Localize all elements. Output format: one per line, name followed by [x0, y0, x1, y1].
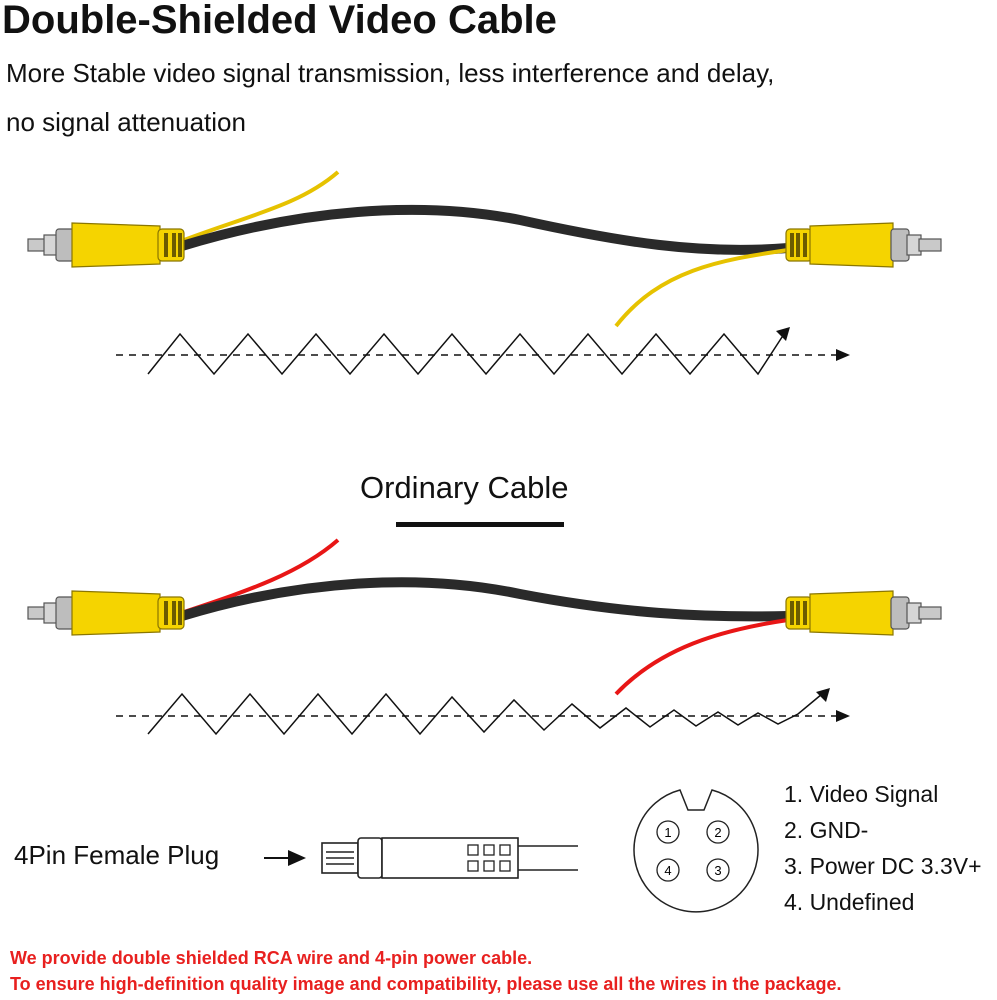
rca-connector-icon	[27, 222, 185, 268]
arrow-right-icon	[836, 710, 850, 722]
arrow-right-icon	[776, 327, 790, 341]
pin-1-icon	[656, 820, 680, 844]
pin-4-number: 4	[664, 863, 671, 878]
pin-legend-item: 2. GND-	[784, 817, 869, 843]
shielded-side-wire-left	[183, 170, 340, 242]
shielded-main-cable	[177, 204, 793, 255]
signal-wave-icon	[147, 332, 785, 376]
pin-3-icon	[706, 858, 730, 882]
plug-label: 4Pin Female Plug	[14, 840, 220, 870]
pin-1-number: 1	[664, 825, 671, 840]
plug-icon	[264, 837, 578, 879]
pin-legend-item: 4. Undefined	[784, 889, 915, 915]
page-title: Double-Shielded Video Cable	[2, 0, 557, 42]
pin-3-number: 3	[714, 863, 721, 878]
pin-4-icon	[656, 858, 680, 882]
pin-2-number: 2	[714, 825, 721, 840]
pin-2-icon	[706, 820, 730, 844]
rca-connector-icon	[27, 590, 185, 636]
note-line-2: To ensure high-definition quality image …	[10, 974, 842, 994]
pin-legend-item: 3. Power DC 3.3V+	[784, 853, 982, 879]
ordinary-label-underline	[396, 522, 564, 527]
pin-socket-icon: 1 2 4 3	[633, 789, 759, 913]
pin-legend: 1. Video Signal 2. GND- 3. Power DC 3.3V…	[784, 776, 982, 920]
shielded-cable	[27, 170, 942, 328]
subtitle-line-2: no signal attenuation	[6, 107, 246, 137]
rca-connector-icon	[785, 222, 942, 268]
arrow-right-icon	[816, 688, 830, 702]
ordinary-main-cable	[177, 577, 793, 622]
signal-wave-icon	[147, 692, 823, 736]
ordinary-cable	[27, 538, 942, 696]
shielded-signal	[116, 327, 850, 376]
shielded-side-wire-right	[614, 248, 789, 328]
rca-connector-icon	[785, 590, 942, 636]
ordinary-side-wire-right	[614, 618, 789, 696]
ordinary-cable-label: Ordinary Cable	[360, 470, 569, 505]
note-line-1: We provide double shielded RCA wire and …	[10, 948, 533, 968]
arrow-right-icon	[836, 349, 850, 361]
subtitle-line-1: More Stable video signal transmission, l…	[6, 58, 775, 88]
arrow-right-icon	[288, 850, 306, 866]
pin-legend-item: 1. Video Signal	[784, 781, 939, 807]
ordinary-signal	[116, 688, 850, 736]
